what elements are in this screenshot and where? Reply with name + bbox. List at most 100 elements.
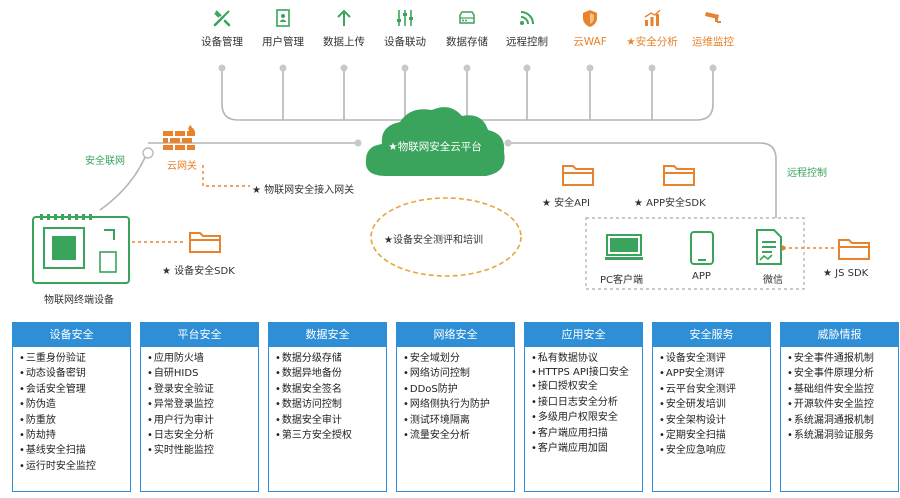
menu-item-user-management[interactable]: 用户管理	[251, 8, 315, 49]
list-item: 应用防火墙	[147, 351, 258, 366]
app-sdk-label: ★ APP安全SDK	[634, 198, 706, 209]
list-item: 基础组件安全监控	[787, 382, 898, 397]
storage-drive-icon	[459, 11, 475, 24]
folder-icon	[663, 165, 695, 186]
device-sdk-label: ★ 设备安全SDK	[162, 266, 235, 277]
menu-item-data-storage[interactable]: 数据存储	[435, 8, 499, 49]
list-item: 登录安全验证	[147, 382, 258, 397]
cloud-shape	[365, 107, 505, 176]
menu-item-data-upload[interactable]: 数据上传	[312, 8, 376, 49]
terminal-device-icon	[32, 214, 130, 284]
panel-application-security: 应用安全 私有数据协议 HTTPS API接口安全 接口授权安全 接口日志安全分…	[524, 322, 643, 492]
list-item: 动态设备密钥	[19, 366, 130, 381]
list-item: 多级用户权限安全	[531, 410, 642, 425]
eval-training-label: ★设备安全测评和培训	[384, 235, 483, 246]
list-item: 接口授权安全	[531, 379, 642, 394]
menu-label: ★安全分析	[626, 36, 678, 48]
menu-item-remote-control[interactable]: 远程控制	[495, 8, 559, 49]
panel-data-security: 数据安全 数据分级存储 数据异地备份 数据安全签名 数据访问控制 数据安全审计 …	[268, 322, 387, 492]
list-item: 数据安全签名	[275, 382, 386, 397]
js-sdk-label: ★ JS SDK	[823, 268, 869, 279]
list-item: DDoS防护	[403, 382, 514, 397]
menu-item-device-linkage[interactable]: 设备联动	[373, 8, 437, 49]
wechat-doc-icon	[756, 229, 782, 265]
list-item: 安全研发培训	[659, 397, 770, 412]
menu-item-cloud-waf[interactable]: 云WAF	[558, 8, 622, 49]
menu-label: 设备管理	[201, 36, 243, 48]
pc-client-label: PC客户端	[600, 275, 644, 286]
gateway-access-label: ★ 物联网安全接入网关	[252, 185, 355, 196]
wechat-label: 微信	[763, 275, 783, 286]
cloud-platform-label: ★物联网安全云平台	[388, 141, 482, 153]
list-item: 系统漏洞通报机制	[787, 413, 898, 428]
sliders-icon	[397, 10, 413, 26]
menu-label: 远程控制	[506, 36, 548, 48]
list-item: 网络侧执行为防护	[403, 397, 514, 412]
list-item: 用户行为审计	[147, 413, 258, 428]
menu-label: 用户管理	[262, 36, 304, 48]
list-item: 流量安全分析	[403, 428, 514, 443]
panel-title: 设备安全	[13, 323, 130, 347]
list-item: 设备安全测评	[659, 351, 770, 366]
list-item: 实时性能监控	[147, 443, 258, 458]
panel-security-services: 安全服务 设备安全测评 APP安全测评 云平台安全测评 安全研发培训 安全架构设…	[652, 322, 771, 492]
list-item: 数据安全审计	[275, 413, 386, 428]
upload-arrow-icon	[337, 9, 351, 26]
folder-icon	[838, 239, 870, 260]
panel-threat-intelligence: 威胁情报 安全事件通报机制 安全事件原理分析 基础组件安全监控 开源软件安全监控…	[780, 322, 899, 492]
list-item: 私有数据协议	[531, 351, 642, 366]
list-item: 第三方安全授权	[275, 428, 386, 443]
wifi-signal-icon	[520, 11, 534, 25]
folder-icon	[562, 165, 594, 186]
panel-network-security: 网络安全 安全域划分 网络访问控制 DDoS防护 网络侧执行为防护 测试环境隔离…	[396, 322, 515, 492]
panel-title: 威胁情报	[781, 323, 898, 347]
shield-icon	[583, 10, 597, 27]
app-label: APP	[692, 271, 711, 282]
list-item: 运行时安全监控	[19, 459, 130, 474]
cctv-camera-icon	[705, 12, 721, 23]
list-item: 防重放	[19, 413, 130, 428]
list-item: 接口日志安全分析	[531, 395, 642, 410]
bar-chart-icon	[644, 9, 661, 26]
menu-item-ops-monitoring[interactable]: 运维监控	[681, 8, 745, 49]
menu-item-security-analysis[interactable]: ★安全分析	[620, 8, 684, 49]
user-card-icon	[276, 9, 290, 27]
list-item: 安全应急响应	[659, 443, 770, 458]
safe-link-label: 安全联网	[85, 156, 125, 167]
menu-item-device-management[interactable]: 设备管理	[190, 8, 254, 49]
folder-icon	[189, 232, 221, 253]
list-item: 安全事件原理分析	[787, 366, 898, 381]
panel-title: 应用安全	[525, 323, 642, 347]
list-item: 系统漏洞验证服务	[787, 428, 898, 443]
panel-platform-security: 平台安全 应用防火墙 自研HIDS 登录安全验证 异常登录监控 用户行为审计 日…	[140, 322, 259, 492]
panel-title: 网络安全	[397, 323, 514, 347]
list-item: 测试环境隔离	[403, 413, 514, 428]
pc-monitor-icon	[605, 234, 643, 260]
list-item: 防劫持	[19, 428, 130, 443]
panel-title: 平台安全	[141, 323, 258, 347]
list-item: 安全域划分	[403, 351, 514, 366]
list-item: 基线安全扫描	[19, 443, 130, 458]
menu-label: 云WAF	[573, 36, 607, 48]
list-item: HTTPS API接口安全	[531, 366, 639, 379]
list-item: 数据分级存储	[275, 351, 386, 366]
list-item: 开源软件安全监控	[787, 397, 898, 412]
list-item: 客户端应用扫描	[531, 426, 642, 441]
cloud-gateway-label: 云网关	[167, 161, 197, 172]
menu-label: 设备联动	[384, 36, 426, 48]
remote-control-label: 远程控制	[787, 168, 827, 179]
safe-api-label: ★ 安全API	[542, 198, 590, 209]
list-item: 定期安全扫描	[659, 428, 770, 443]
list-item: 云平台安全测评	[659, 382, 770, 397]
list-item: APP安全测评	[659, 366, 770, 381]
panel-title: 安全服务	[653, 323, 770, 347]
list-item: 网络访问控制	[403, 366, 514, 381]
list-item: 会话安全管理	[19, 382, 130, 397]
list-item: 安全事件通报机制	[787, 351, 898, 366]
firewall-icon	[163, 125, 195, 150]
list-item: 异常登录监控	[147, 397, 258, 412]
menu-label: 数据存储	[446, 36, 488, 48]
list-item: 数据异地备份	[275, 366, 386, 381]
list-item: 防伪造	[19, 397, 130, 412]
